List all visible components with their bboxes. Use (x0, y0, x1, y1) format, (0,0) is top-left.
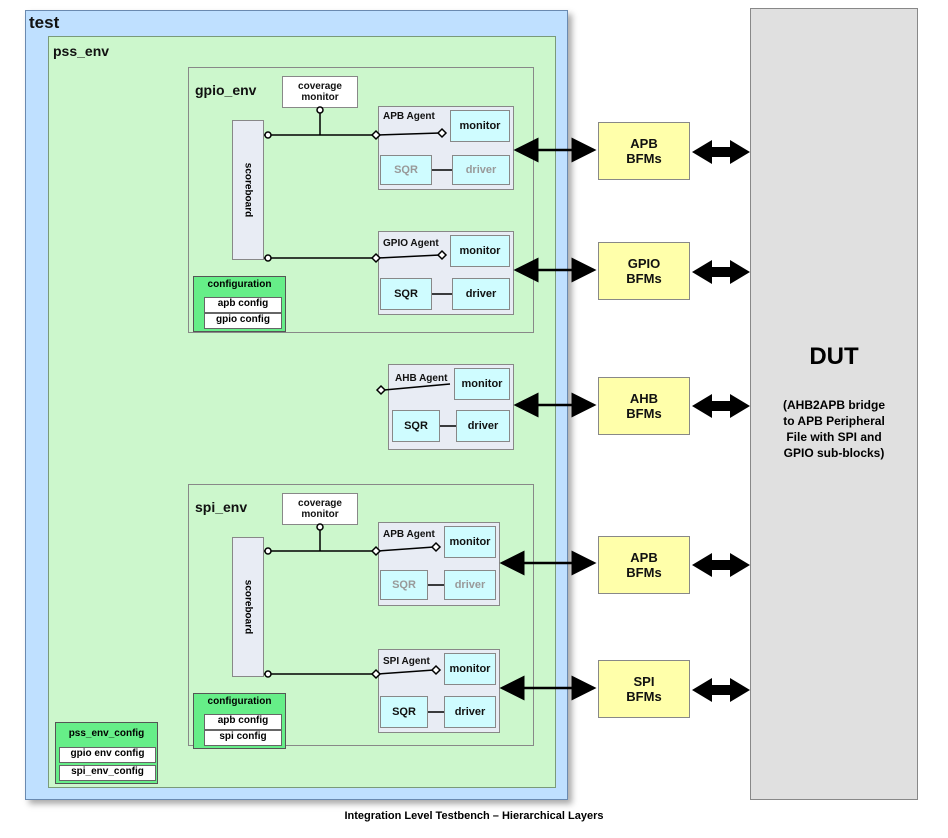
spi-configuration: configuration apb config spi config (193, 693, 286, 749)
spi-env-config: spi_env_config (59, 765, 156, 781)
gpio-apb-driver: driver (452, 155, 510, 185)
diagram-caption: Integration Level Testbench – Hierarchic… (344, 810, 604, 822)
spi-bfms: SPI BFMs (598, 660, 690, 718)
spi-agent-monitor: monitor (444, 653, 496, 685)
gpio-agent-monitor: monitor (450, 235, 510, 267)
spi-apb-sqr: SQR (380, 570, 428, 600)
spi-scoreboard: scoreboard (232, 537, 264, 677)
gpio-apb-sqr: SQR (380, 155, 432, 185)
ahb-monitor: monitor (454, 368, 510, 400)
gpio-apb-config: apb config (204, 297, 282, 313)
dut-title: DUT (809, 343, 859, 370)
spi-env-label: spi_env (195, 499, 248, 515)
ahb-driver: driver (456, 410, 510, 442)
gpio-scoreboard: scoreboard (232, 120, 264, 260)
gpio-gpio-config: gpio config (204, 313, 282, 329)
apb-bfms-2: APB BFMs (598, 536, 690, 594)
gpio-bfms: GPIO BFMs (598, 242, 690, 300)
ahb-bfms: AHB BFMs (598, 377, 690, 435)
pss-env-config: pss_env_config gpio env config spi_env_c… (55, 722, 158, 784)
spi-apb-driver: driver (444, 570, 496, 600)
gpio-agent-driver: driver (452, 278, 510, 310)
gpio-agent-sqr: SQR (380, 278, 432, 310)
gpio-apb-monitor: monitor (450, 110, 510, 142)
spi-spi-config: spi config (204, 730, 282, 746)
spi-apb-config: apb config (204, 714, 282, 730)
spi-coverage-monitor: coverage monitor (282, 493, 358, 525)
spi-agent-sqr: SQR (380, 696, 428, 728)
gpio-configuration: configuration apb config gpio config (193, 276, 286, 332)
pss-env-label: pss_env (53, 43, 110, 59)
test-label: test (29, 13, 60, 32)
spi-agent-driver: driver (444, 696, 496, 728)
dut-description: (AHB2APB bridge to APB Peripheral File w… (782, 398, 885, 460)
gpio-env-label: gpio_env (195, 82, 257, 98)
ahb-sqr: SQR (392, 410, 440, 442)
spi-apb-monitor: monitor (444, 526, 496, 558)
gpio-env-config: gpio env config (59, 747, 156, 763)
apb-bfms-1: APB BFMs (598, 122, 690, 180)
dut-block: DUT (AHB2APB bridge to APB Peripheral Fi… (750, 8, 918, 800)
